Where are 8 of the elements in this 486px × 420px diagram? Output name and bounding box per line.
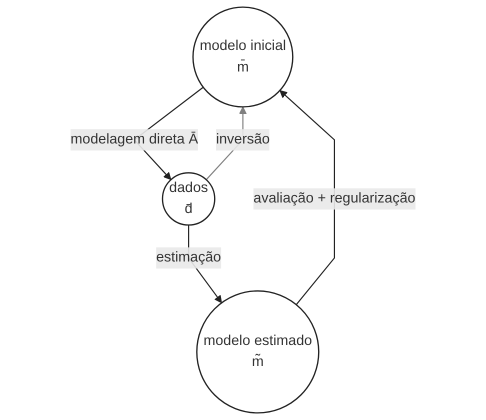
node-circle: modelo estimado m̃	[196, 290, 320, 414]
arrow	[280, 90, 335, 306]
node-circle: modelo inicial m̄	[192, 6, 294, 108]
edge-label: avaliação + regularização	[253, 190, 416, 206]
edge-label: inversão	[216, 132, 270, 147]
node-circle: dados d̄	[162, 172, 216, 226]
edge-label: modelagem direta Ā	[70, 132, 198, 147]
edge-label: estimação	[156, 250, 222, 266]
